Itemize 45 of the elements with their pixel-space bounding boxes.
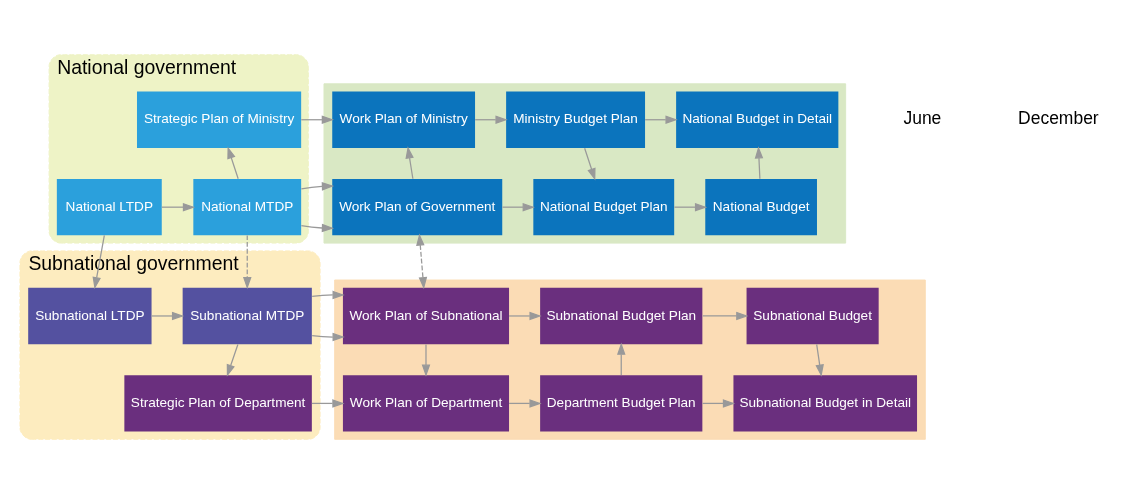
label: June	[903, 107, 942, 128]
arrow	[416, 232, 428, 289]
arrow	[815, 343, 824, 377]
arrow	[754, 145, 764, 179]
arrow	[701, 398, 736, 408]
node-box: National MTDP	[193, 178, 302, 235]
arrow	[702, 311, 749, 320]
node-box: Subnational LTDP	[28, 287, 152, 344]
label: December	[1018, 107, 1099, 128]
node-box: Subnational Budget in Detail	[733, 374, 918, 432]
arrow	[616, 342, 626, 376]
arrow	[644, 114, 678, 124]
node-box: Ministry Budget Plan	[506, 91, 646, 148]
node-box: Work Plan of Government	[332, 178, 503, 235]
node-box: Subnational Budget Plan	[540, 287, 703, 344]
arrow	[311, 398, 345, 408]
node-box: Work Plan of Department	[342, 374, 510, 432]
arrow	[300, 114, 334, 124]
node-box: National Budget in Detail	[676, 91, 839, 148]
node-box: Subnational MTDP	[182, 287, 312, 344]
arrow	[421, 343, 431, 377]
arrow	[405, 145, 414, 179]
arrow	[474, 114, 508, 124]
arrow	[501, 202, 535, 211]
node-box: Work Plan of Ministry	[332, 91, 476, 148]
node-box: Strategic Plan of Department	[124, 374, 312, 432]
arrow	[151, 311, 185, 320]
arrow	[508, 311, 542, 320]
arrow	[161, 202, 196, 211]
node-box: National Budget Plan	[533, 178, 675, 235]
arrow	[226, 343, 239, 377]
node-box: Work Plan of Subnational	[342, 287, 510, 344]
arrow	[508, 398, 542, 408]
arrow	[227, 145, 239, 179]
node-box: National LTDP	[56, 178, 162, 235]
arrow	[242, 234, 252, 289]
node-box: Strategic Plan of Ministry	[137, 91, 302, 148]
node-box: Department Budget Plan	[540, 374, 703, 432]
arrow	[92, 234, 105, 289]
arrow	[584, 147, 596, 181]
node-box: National Budget	[705, 178, 817, 235]
arrow	[311, 290, 345, 341]
arrow	[300, 181, 335, 232]
arrow	[673, 202, 708, 211]
node-box: Subnational Budget	[746, 287, 879, 344]
